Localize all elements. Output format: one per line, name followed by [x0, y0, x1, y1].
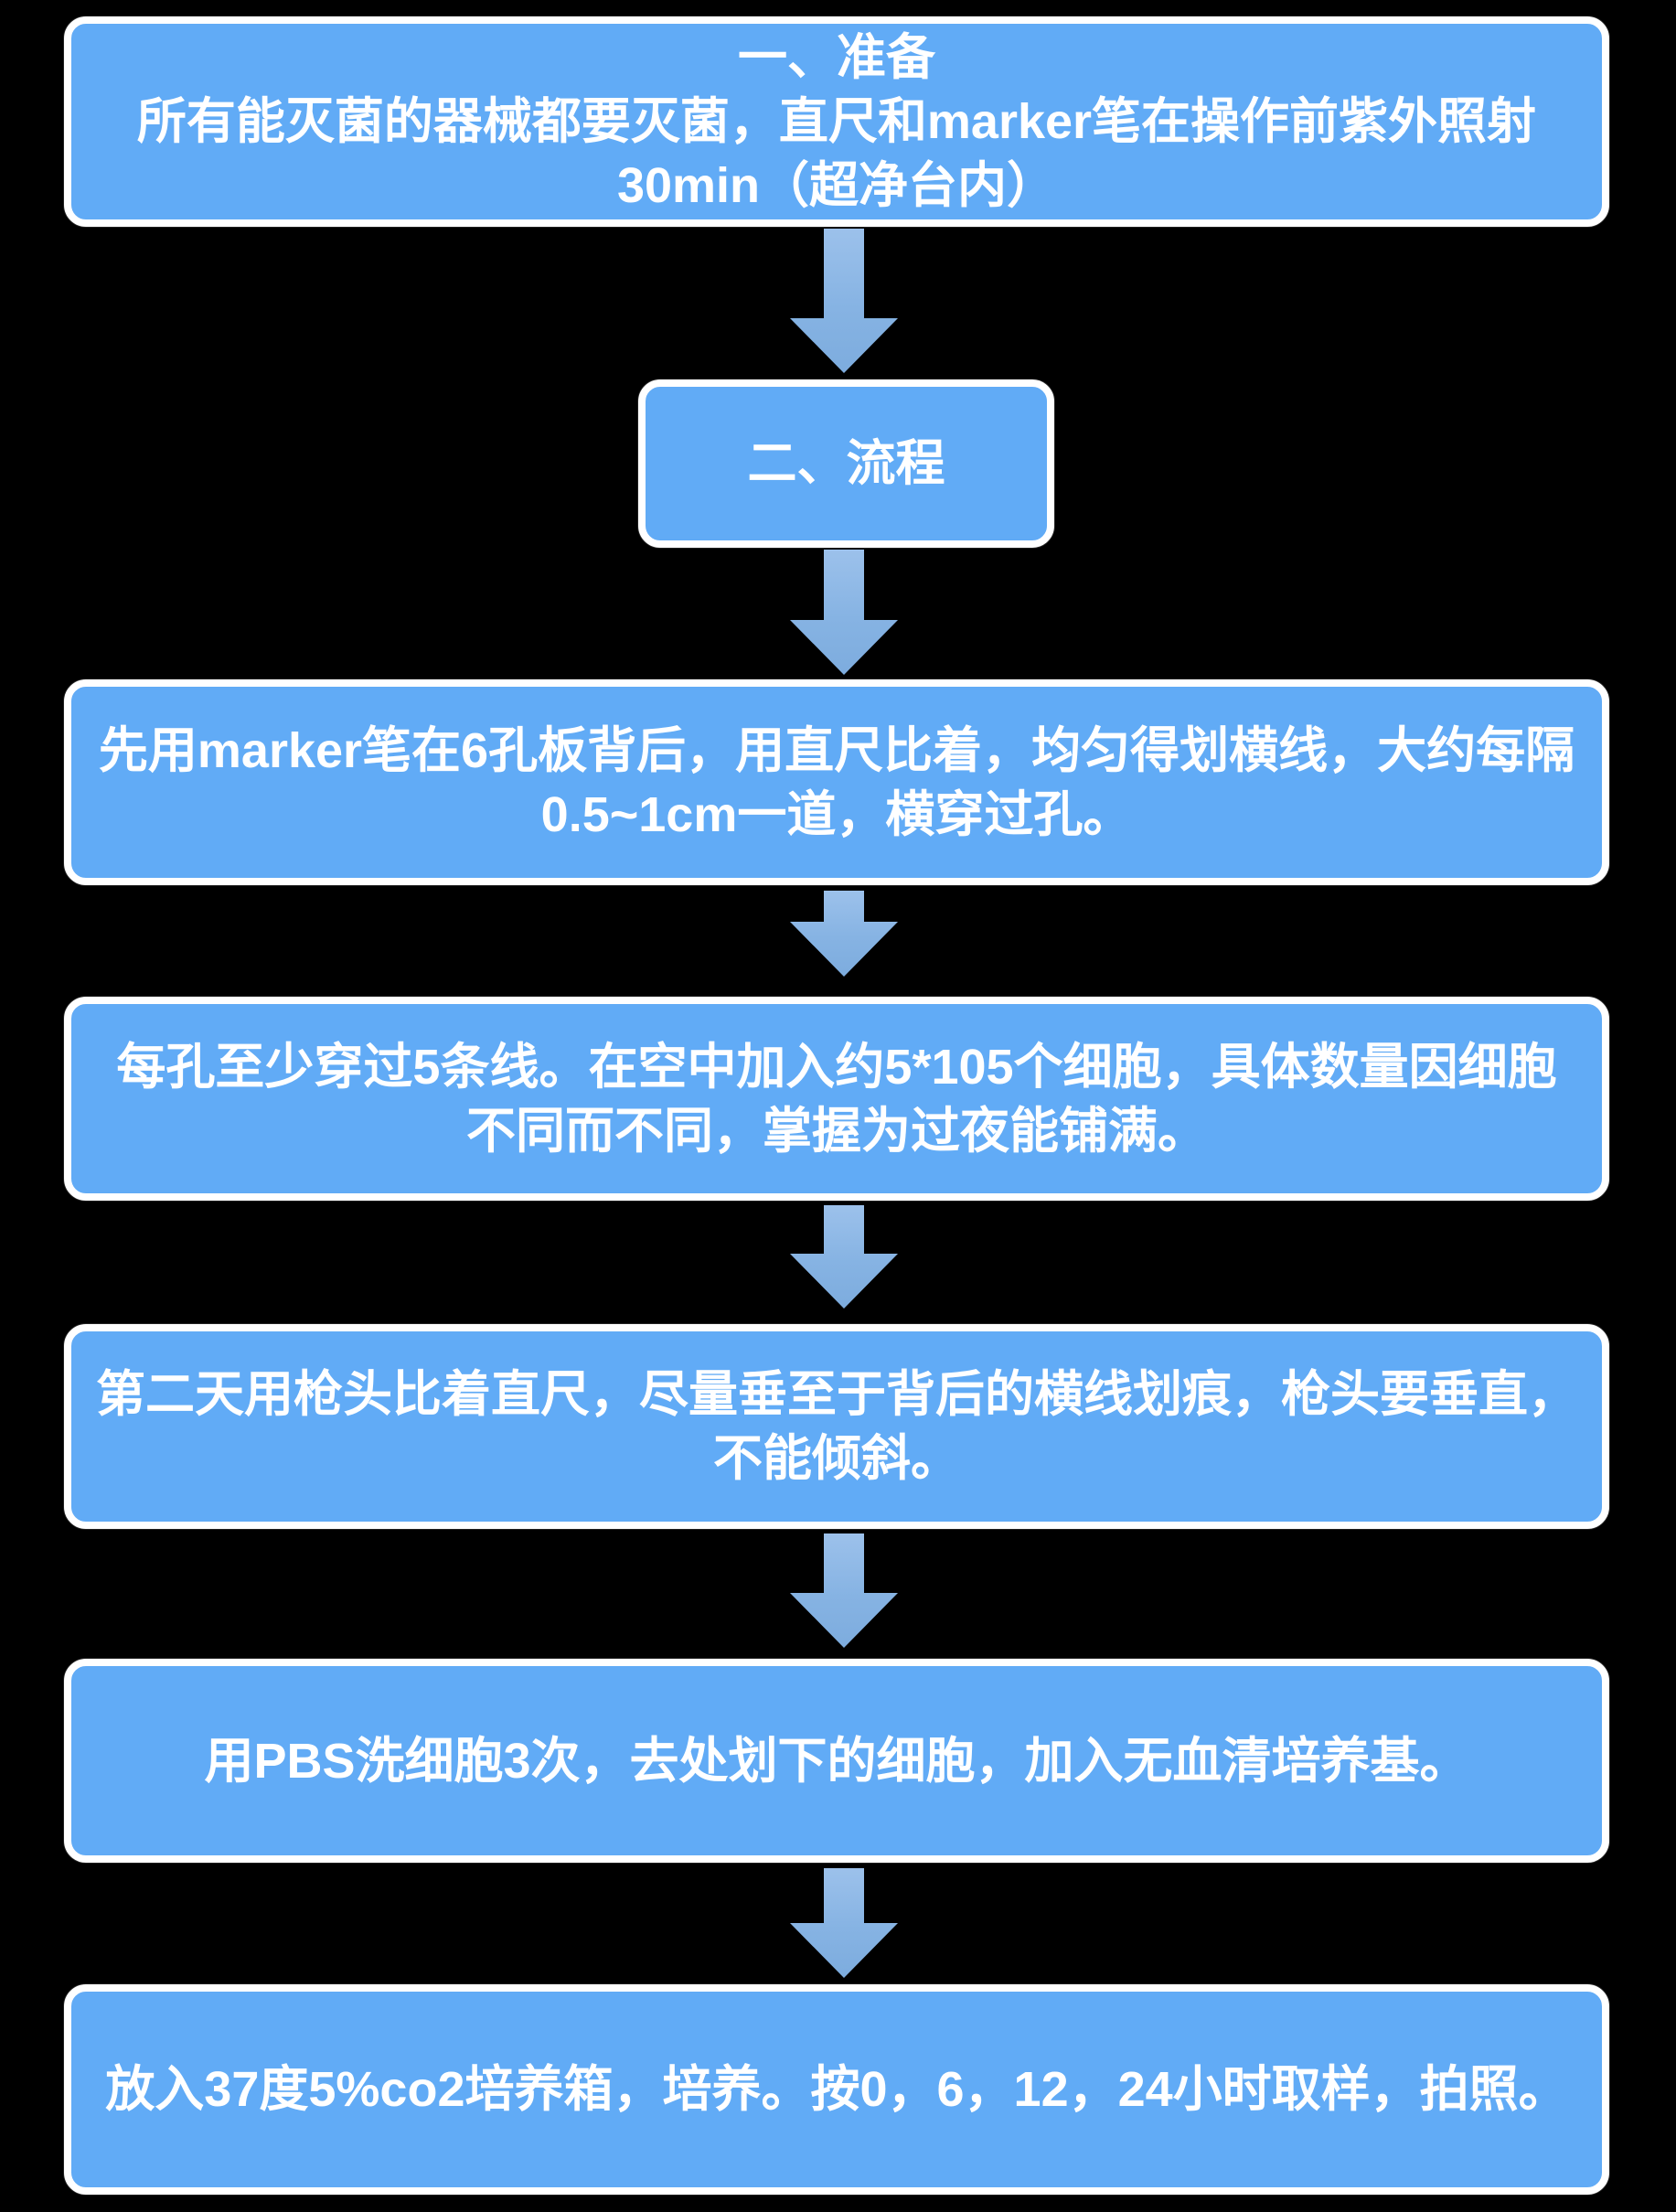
- down-arrow-icon: [790, 1205, 898, 1309]
- step-text-line: 一、准备: [738, 30, 935, 85]
- step-text-line: 先用marker笔在6孔板背后，用直尺比着，均匀得划横线，大约每隔: [98, 722, 1575, 778]
- step-text-line: 不同而不同，掌握为过夜能铺满。: [466, 1103, 1207, 1159]
- flow-step-scratch-wound: 第二天用枪头比着直尺，尽量垂至于背后的横线划痕，枪头要垂直， 不能倾斜。: [64, 1324, 1609, 1529]
- step-text-line: 所有能灭菌的器械都要灭菌，直尺和marker笔在操作前紫外照射: [136, 94, 1537, 149]
- down-arrow-icon: [790, 550, 898, 675]
- down-arrow-icon: [790, 229, 898, 373]
- flow-step-preparation: 一、准备 所有能灭菌的器械都要灭菌，直尺和marker笔在操作前紫外照射 30m…: [64, 16, 1609, 227]
- step-text-line: 30min（超净台内）: [616, 158, 1057, 213]
- flow-step-process: 二、流程: [638, 379, 1054, 548]
- down-arrow-icon: [790, 891, 898, 977]
- step-text-line: 二、流程: [747, 436, 945, 491]
- flow-step-incubate-photo: 放入37度5%co2培养箱，培养。按0，6，12，24小时取样，拍照。: [64, 1984, 1609, 2195]
- step-text-line: 0.5~1cm一道，横穿过孔。: [540, 786, 1133, 842]
- flow-step-wash-cells: 用PBS洗细胞3次，去处划下的细胞，加入无血清培养基。: [64, 1659, 1609, 1863]
- flow-step-seed-cells: 每孔至少穿过5条线。在空中加入约5*105个细胞，具体数量因细胞 不同而不同，掌…: [64, 997, 1609, 1201]
- step-text-line: 不能倾斜。: [713, 1431, 960, 1486]
- step-text-line: 每孔至少穿过5条线。在空中加入约5*105个细胞，具体数量因细胞: [116, 1039, 1557, 1095]
- step-text-line: 用PBS洗细胞3次，去处划下的细胞，加入无血清培养基。: [204, 1733, 1469, 1789]
- down-arrow-icon: [790, 1533, 898, 1648]
- step-text-line: 第二天用枪头比着直尺，尽量垂至于背后的横线划痕，枪头要垂直，: [96, 1367, 1577, 1422]
- flow-step-draw-lines: 先用marker笔在6孔板背后，用直尺比着，均匀得划横线，大约每隔 0.5~1c…: [64, 679, 1609, 885]
- step-text-line: 放入37度5%co2培养箱，培养。按0，6，12，24小时取样，拍照。: [105, 2062, 1568, 2117]
- down-arrow-icon: [790, 1868, 898, 1978]
